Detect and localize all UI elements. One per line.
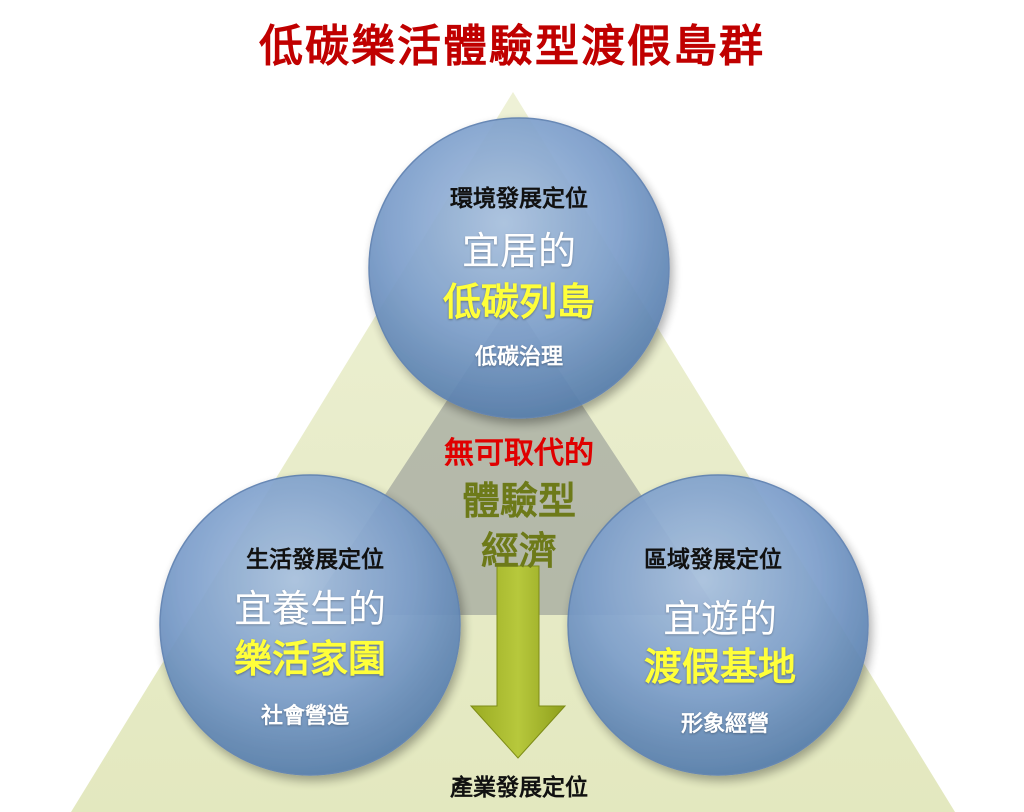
- bottom-position-label: 產業發展定位: [450, 775, 588, 801]
- right-circle-line1: 宜遊的: [662, 597, 777, 641]
- right-circle-sub-label: 形象經營: [680, 712, 769, 737]
- left-circle-line2: 樂活家園: [233, 637, 386, 681]
- center-line3: 經濟: [480, 529, 557, 573]
- top-circle-line1: 宜居的: [461, 229, 576, 273]
- left-circle: [159, 474, 461, 776]
- top-circle: [368, 117, 670, 419]
- page-title: 低碳樂活體驗型渡假島群: [259, 21, 765, 72]
- down-arrow: [469, 565, 567, 759]
- center-line1: 無可取代的: [444, 436, 594, 471]
- top-circle-position-label: 環境發展定位: [450, 186, 588, 212]
- center-line2: 體驗型: [461, 479, 576, 523]
- right-circle-line2: 渡假基地: [643, 645, 796, 689]
- left-circle-sub-label: 社會營造: [260, 704, 349, 729]
- top-circle-line2: 低碳列島: [442, 280, 595, 324]
- left-circle-line1: 宜養生的: [233, 587, 386, 631]
- top-circle-sub-label: 低碳治理: [474, 345, 563, 370]
- right-circle: [567, 474, 869, 776]
- left-circle-position-label: 生活發展定位: [246, 547, 384, 573]
- right-circle-position-label: 區域發展定位: [644, 547, 782, 573]
